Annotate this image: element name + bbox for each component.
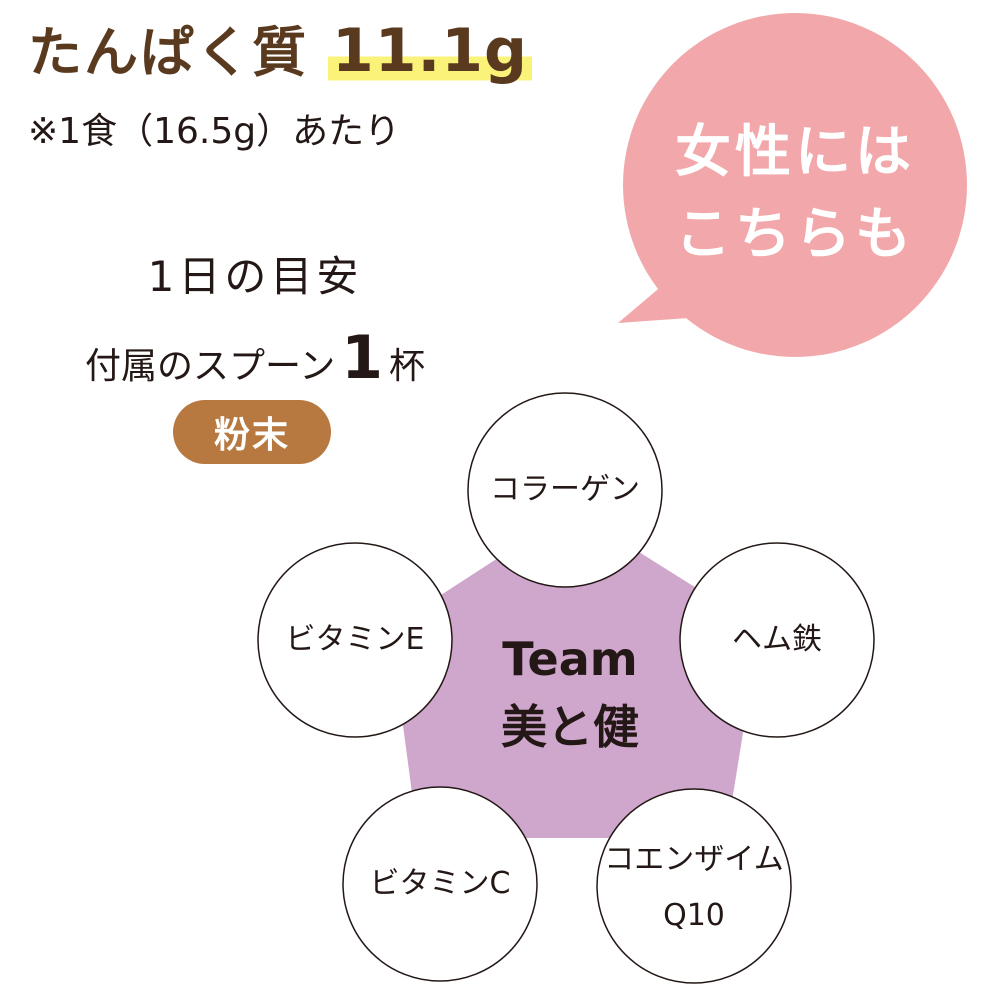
ingredient-label-vitamin-e: ビタミンE <box>285 622 425 657</box>
form-badge: 粉末 <box>173 400 331 464</box>
protein-label: たんぱく質 <box>28 21 308 84</box>
ingredient-circle-vitamin-c <box>342 786 538 982</box>
team-label-line2: 美と健 <box>501 700 639 754</box>
daily-amount-suffix: 杯 <box>388 346 425 387</box>
ingredient-label-vitamin-c: ビタミンC <box>369 866 511 901</box>
daily-guide-title: 1日の目安 <box>147 252 363 301</box>
ingredient-label-coq10-line2: Q10 <box>663 898 725 933</box>
ingredient-circle-coq10 <box>596 788 792 984</box>
speech-bubble-text: 女性には こちらも <box>625 112 965 276</box>
team-pentagon <box>390 510 760 838</box>
team-label: Team 美と健 <box>450 625 690 761</box>
ingredient-circle-heme-iron <box>679 542 875 738</box>
ingredient-label-heme-iron: ヘム鉄 <box>732 622 822 657</box>
daily-amount-number: 1 <box>341 323 383 393</box>
team-label-line1: Team <box>502 632 638 686</box>
ingredient-circle-collagen <box>467 392 663 588</box>
protein-value: 11.1g <box>328 16 532 86</box>
speech-bubble-line2: こちらも <box>675 202 915 267</box>
protein-info: たんぱく質 11.1g <box>28 8 532 98</box>
serving-note: ※1食（16.5g）あたり <box>28 111 401 152</box>
daily-amount-prefix: 付属のスプーン <box>85 346 336 387</box>
speech-bubble-line1: 女性には <box>675 120 915 185</box>
ingredient-label-coq10: コエンザイム <box>604 842 784 877</box>
ingredient-label-collagen: コラーゲン <box>490 472 640 507</box>
ingredient-circle-vitamin-e <box>257 542 453 738</box>
